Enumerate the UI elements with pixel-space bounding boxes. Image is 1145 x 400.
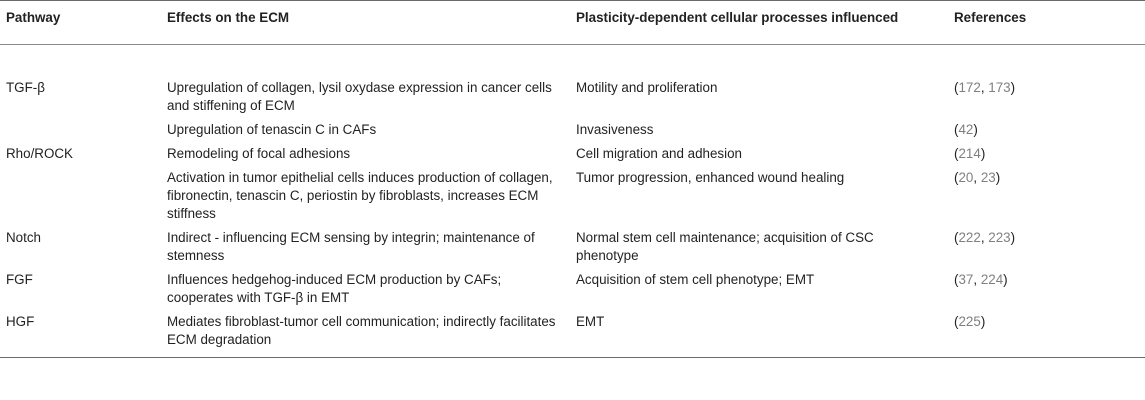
cell-effects: Mediates fibroblast-tumor cell communica… [167, 314, 556, 347]
cell-processes: EMT [576, 314, 605, 329]
table-row: Upregulation of tenascin C in CAFs Invas… [0, 115, 1145, 139]
reference-link[interactable]: 20 [958, 170, 974, 185]
cell-pathway: TGF-β [6, 80, 45, 95]
header-references: References [954, 10, 1027, 25]
reference-link[interactable]: 37 [958, 272, 974, 287]
cell-effects: Upregulation of tenascin C in CAFs [167, 122, 377, 137]
table-row: FGF Influences hedgehog-induced ECM prod… [0, 265, 1145, 307]
table-row: Activation in tumor epithelial cells ind… [0, 163, 1145, 223]
header-pathway: Pathway [6, 10, 61, 25]
reference-link[interactable]: 222 [958, 230, 981, 245]
cell-pathway: Notch [6, 230, 41, 245]
reference-link[interactable]: 173 [988, 80, 1011, 95]
cell-processes: Invasiveness [576, 122, 654, 137]
reference-link[interactable]: 224 [980, 272, 1004, 287]
cell-processes: Cell migration and adhesion [576, 146, 742, 161]
table-row: Notch Indirect - influencing ECM sensing… [0, 223, 1145, 265]
cell-references: (42) [954, 122, 978, 137]
reference-link[interactable]: 225 [958, 314, 981, 329]
reference-link[interactable]: 23 [980, 170, 996, 185]
cell-effects: Remodeling of focal adhesions [167, 146, 351, 161]
cell-pathway [0, 115, 159, 139]
cell-effects: Upregulation of collagen, lysil oxydase … [167, 80, 552, 113]
cell-references: (225) [954, 314, 986, 329]
cell-effects: Activation in tumor epithelial cells ind… [167, 170, 553, 221]
header-effects: Effects on the ECM [167, 10, 290, 25]
cell-processes: Motility and proliferation [576, 80, 718, 95]
cell-processes: Acquisition of stem cell phenotype; EMT [576, 272, 815, 287]
table-header: Pathway Effects on the ECM Plasticity-de… [0, 0, 1145, 45]
cell-processes: Normal stem cell maintenance; acquisitio… [576, 230, 874, 263]
cell-references: (20, 23) [954, 170, 1001, 185]
cell-references: (214) [954, 146, 986, 161]
table-body: TGF-β Upregulation of collagen, lysil ox… [0, 45, 1145, 358]
table-row: TGF-β Upregulation of collagen, lysil ox… [0, 45, 1145, 116]
cell-pathway [0, 163, 159, 223]
table-row: HGF Mediates fibroblast-tumor cell commu… [0, 307, 1145, 358]
cell-references: (37, 224) [954, 272, 1008, 287]
reference-link[interactable]: 214 [958, 146, 981, 161]
table-row: Rho/ROCK Remodeling of focal adhesions C… [0, 139, 1145, 163]
reference-link[interactable]: 42 [958, 122, 974, 137]
cell-pathway: FGF [6, 272, 33, 287]
reference-link[interactable]: 223 [988, 230, 1011, 245]
header-processes: Plasticity-dependent cellular processes … [576, 10, 899, 25]
reference-link[interactable]: 172 [958, 80, 981, 95]
cell-processes: Tumor progression, enhanced wound healin… [576, 170, 845, 185]
header-row: Pathway Effects on the ECM Plasticity-de… [0, 0, 1145, 45]
cell-references: (222, 223) [954, 230, 1016, 245]
cell-effects: Influences hedgehog-induced ECM producti… [167, 272, 502, 305]
cell-effects: Indirect - influencing ECM sensing by in… [167, 230, 535, 263]
cell-pathway: Rho/ROCK [6, 146, 73, 161]
cell-pathway: HGF [6, 314, 35, 329]
cell-references: (172, 173) [954, 80, 1016, 95]
pathway-table: Pathway Effects on the ECM Plasticity-de… [0, 0, 1145, 358]
